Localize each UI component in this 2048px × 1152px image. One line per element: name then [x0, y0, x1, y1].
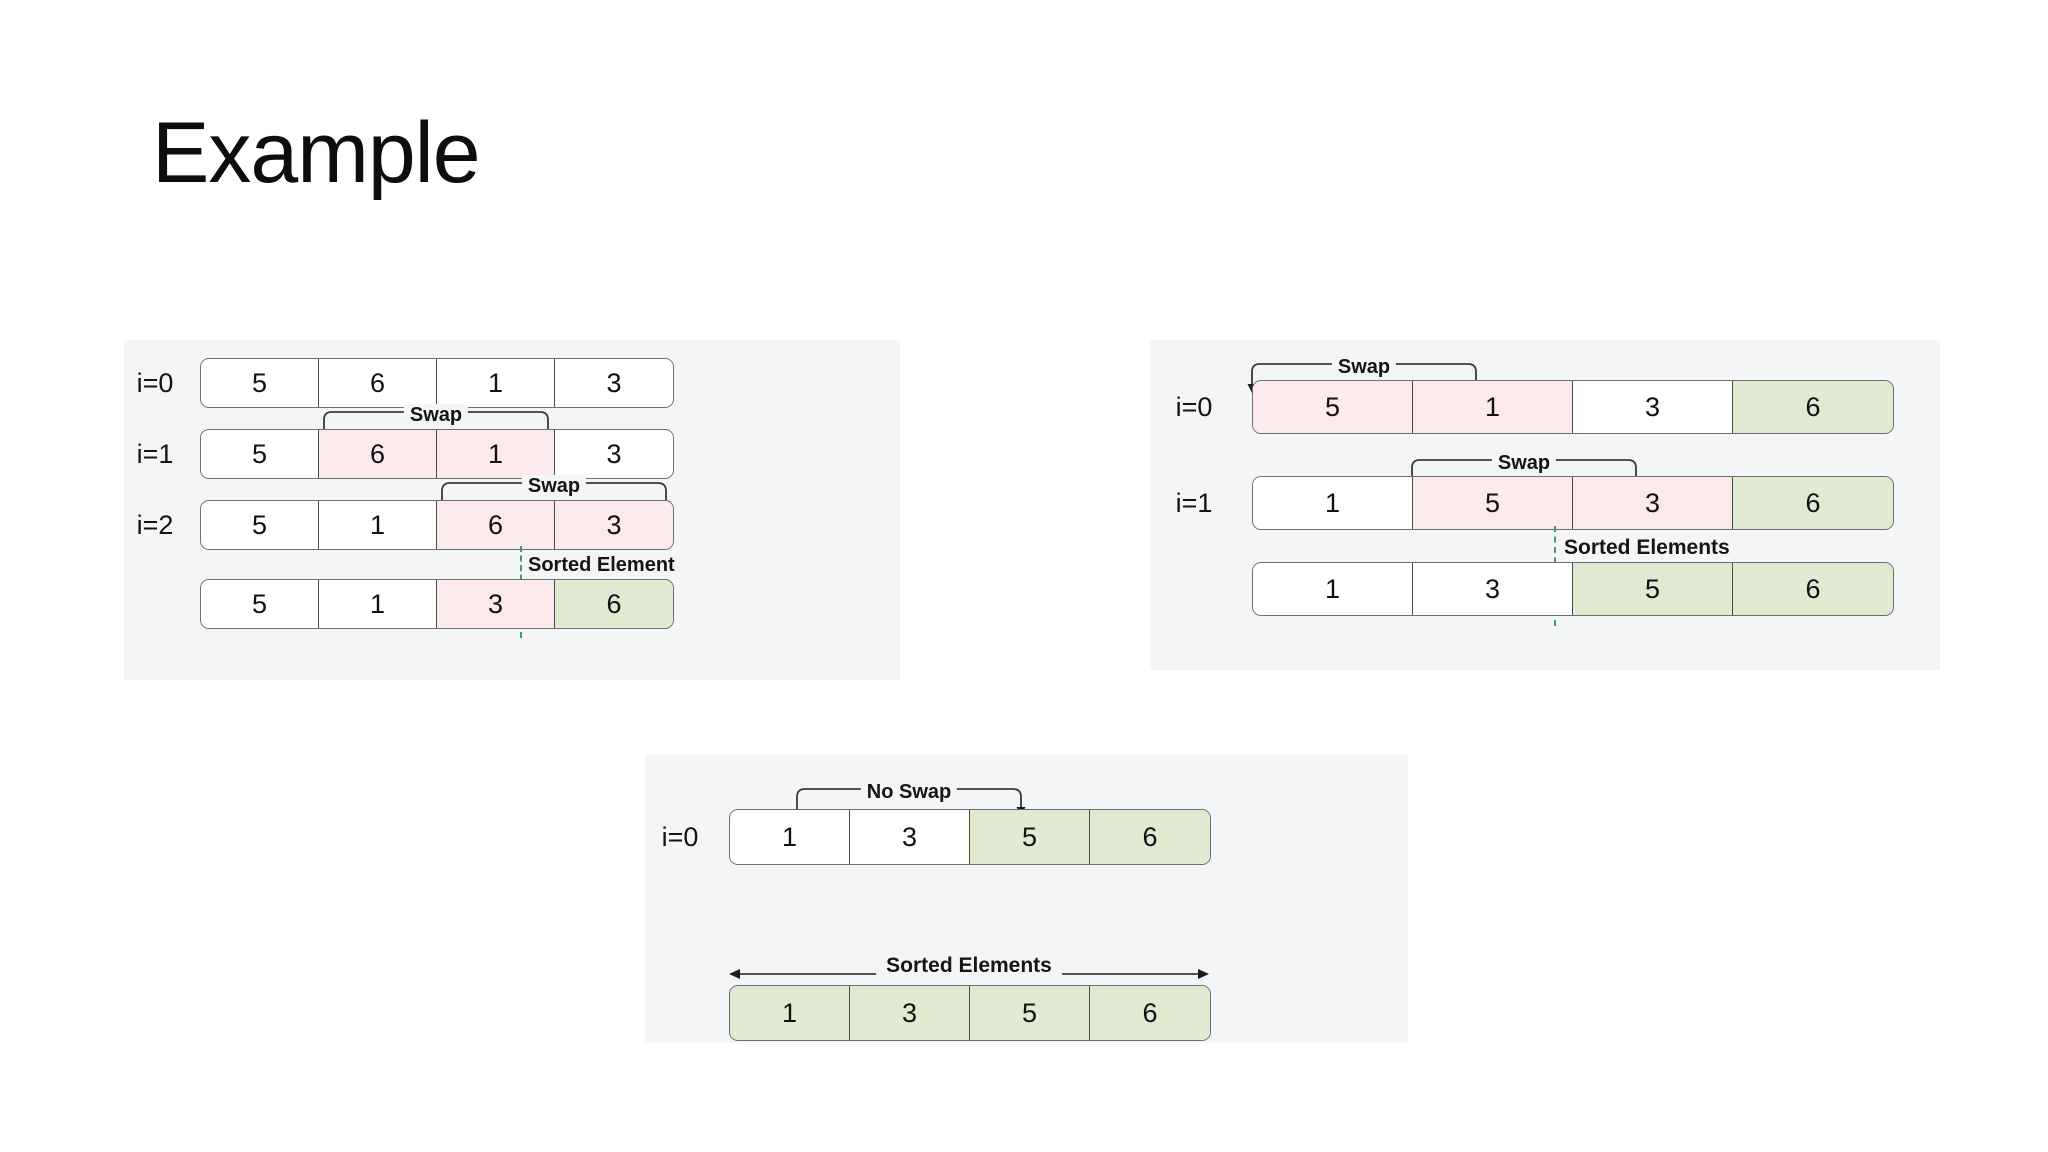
array-cell[interactable]: 6	[1733, 563, 1893, 615]
array-row: 5 1 6 3	[200, 500, 674, 550]
sort-row: i=1 1 5 3 6	[1150, 476, 1894, 530]
array-row: 5 1 3 6	[1252, 380, 1894, 434]
sort-row: 1 3 5 6	[645, 985, 1211, 1041]
array-cell[interactable]: 6	[555, 580, 673, 628]
sort-row: i=0 1 3 5 6	[645, 809, 1211, 865]
array-cell[interactable]: 1	[1253, 477, 1413, 529]
sort-row: i=2 5 1 6 3	[124, 500, 674, 550]
array-row: 1 3 5 6	[729, 985, 1211, 1041]
array-cell[interactable]: 5	[970, 986, 1090, 1040]
array-row: 1 3 5 6	[1252, 562, 1894, 616]
array-cell[interactable]: 1	[1413, 381, 1573, 433]
sort-row: i=1 5 6 1 3	[124, 429, 674, 479]
array-cell[interactable]: 5	[1253, 381, 1413, 433]
array-cell[interactable]: 5	[201, 359, 319, 407]
array-cell[interactable]: 3	[1573, 477, 1733, 529]
sort-pass-3-panel: No Swap i=0 1 3 5 6 Sorted Elements 1 3 …	[645, 755, 1408, 1043]
array-cell[interactable]: 3	[850, 986, 970, 1040]
array-cell[interactable]: 6	[437, 501, 555, 549]
array-cell[interactable]: 5	[201, 430, 319, 478]
array-cell[interactable]: 1	[437, 359, 555, 407]
sort-row: 5 1 3 6	[124, 579, 674, 629]
array-cell[interactable]: 3	[555, 430, 673, 478]
sorted-element-label: Sorted Element	[528, 554, 675, 576]
array-row: 5 1 3 6	[200, 579, 674, 629]
sort-row: i=0 5 1 3 6	[1150, 380, 1894, 434]
swap-label: Swap	[1491, 452, 1557, 475]
array-row: 1 3 5 6	[729, 809, 1211, 865]
array-cell[interactable]: 3	[437, 580, 555, 628]
sort-pass-2-panel: Swap i=0 5 1 3 6 Swap i=1 1 5 3 6 Sorted…	[1150, 340, 1940, 670]
array-cell[interactable]: 3	[555, 359, 673, 407]
array-cell[interactable]: 1	[730, 810, 850, 864]
array-cell[interactable]: 6	[1733, 477, 1893, 529]
array-cell[interactable]: 1	[319, 580, 437, 628]
array-cell[interactable]: 3	[1573, 381, 1733, 433]
no-swap-label: No Swap	[860, 781, 958, 804]
array-cell[interactable]: 3	[1413, 563, 1573, 615]
page-title: Example	[152, 105, 481, 201]
array-row: 1 5 3 6	[1252, 476, 1894, 530]
sort-pass-1-panel: i=0 5 6 1 3 Swap i=1 5 6 1 3	[124, 340, 900, 680]
row-index-label: i=0	[661, 821, 699, 852]
array-cell[interactable]: 3	[555, 501, 673, 549]
row-index-label: i=0	[136, 367, 174, 398]
array-cell[interactable]: 6	[1090, 986, 1210, 1040]
array-cell[interactable]: 5	[1413, 477, 1573, 529]
sorted-elements-span-arrow: Sorted Elements	[729, 954, 1209, 981]
array-cell[interactable]: 1	[1253, 563, 1413, 615]
array-row: 5 6 1 3	[200, 429, 674, 479]
array-cell[interactable]: 5	[970, 810, 1090, 864]
array-cell[interactable]: 5	[201, 501, 319, 549]
row-index-label: i=1	[1175, 487, 1213, 518]
array-cell[interactable]: 1	[730, 986, 850, 1040]
sorted-elements-label: Sorted Elements	[876, 954, 1062, 978]
row-index-label: i=1	[136, 438, 174, 469]
row-index-label: i=0	[1175, 391, 1213, 422]
array-cell[interactable]: 6	[1733, 381, 1893, 433]
array-cell[interactable]: 6	[319, 359, 437, 407]
array-row: 5 6 1 3	[200, 358, 674, 408]
array-cell[interactable]: 1	[437, 430, 555, 478]
array-cell[interactable]: 6	[319, 430, 437, 478]
array-cell[interactable]: 5	[201, 580, 319, 628]
row-index-label: i=2	[136, 509, 174, 540]
sort-row: 1 3 5 6	[1150, 562, 1894, 616]
sort-row: i=0 5 6 1 3	[124, 358, 674, 408]
swap-label: Swap	[1331, 356, 1397, 379]
array-cell[interactable]: 5	[1573, 563, 1733, 615]
array-cell[interactable]: 6	[1090, 810, 1210, 864]
array-cell[interactable]: 1	[319, 501, 437, 549]
sorted-elements-label: Sorted Elements	[1564, 536, 1730, 559]
array-cell[interactable]: 3	[850, 810, 970, 864]
